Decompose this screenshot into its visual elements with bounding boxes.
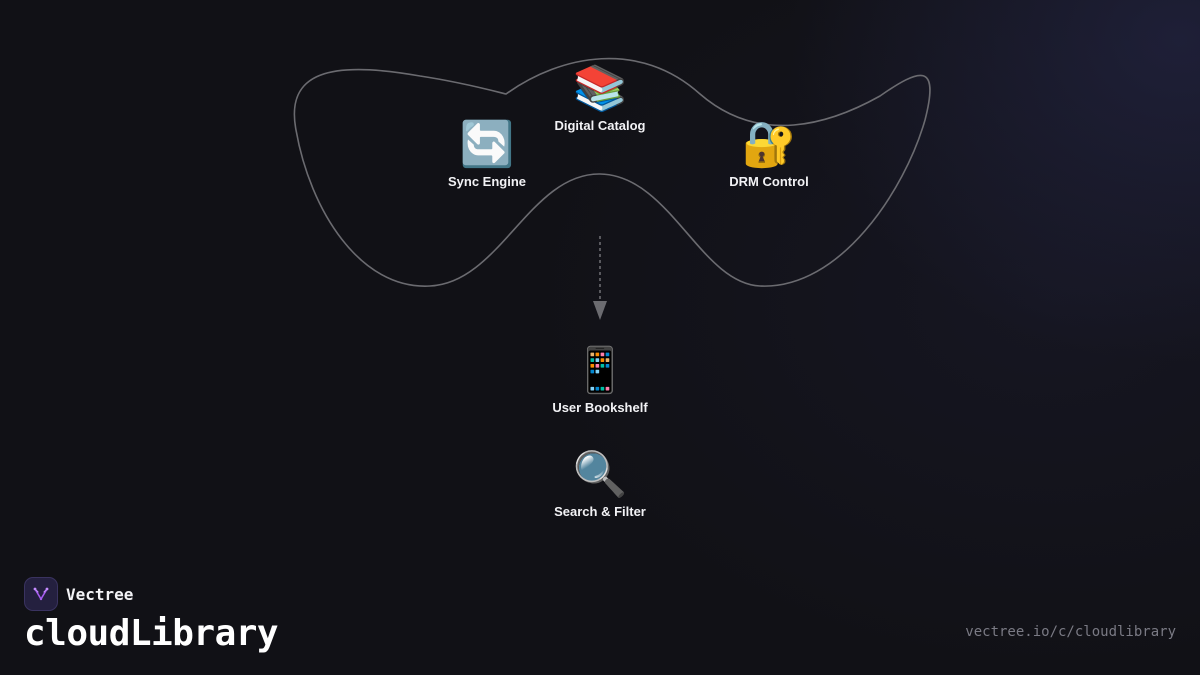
- flow-arrowhead: [593, 301, 607, 320]
- vectree-logo-icon: [24, 577, 58, 611]
- node-label: User Bookshelf: [552, 400, 648, 415]
- brand-lockup: Vectree: [24, 577, 133, 611]
- magnifying-glass-icon: 🔍: [572, 449, 628, 500]
- sync-arrows-icon: 🔄: [459, 119, 515, 170]
- page-title: cloudLibrary: [24, 613, 279, 654]
- books-icon: 📚: [572, 63, 628, 114]
- node-label: DRM Control: [729, 174, 809, 189]
- node-user-bookshelf: 📱 User Bookshelf: [520, 345, 680, 416]
- node-search-filter: 🔍 Search & Filter: [520, 449, 680, 520]
- node-label: Digital Catalog: [554, 118, 646, 133]
- brand-name: Vectree: [66, 584, 134, 604]
- node-drm-control: 🔐 DRM Control: [689, 119, 849, 190]
- lock-with-key-icon: 🔐: [741, 119, 797, 170]
- orbit-connector-loop: [293, 57, 931, 287]
- mobile-phone-icon: 📱: [572, 345, 628, 396]
- footer-url: vectree.io/c/cloudlibrary: [965, 624, 1176, 640]
- node-sync-engine: 🔄 Sync Engine: [407, 119, 567, 190]
- node-label: Sync Engine: [447, 174, 527, 189]
- node-label: Search & Filter: [554, 504, 646, 519]
- node-digital-catalog: 📚 Digital Catalog: [520, 63, 680, 134]
- vectree-logo-mark: [33, 587, 49, 601]
